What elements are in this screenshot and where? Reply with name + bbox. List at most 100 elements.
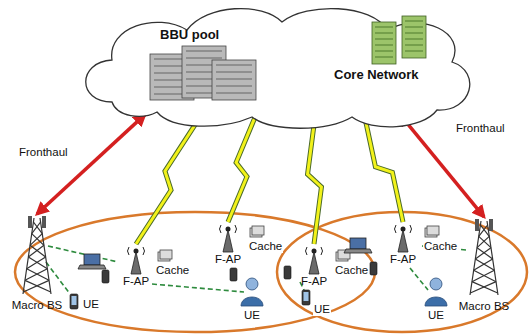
- tower-brace: [477, 248, 493, 259]
- ap-body: [309, 252, 319, 274]
- ap-wave: [128, 247, 145, 255]
- bolt-outline: [365, 117, 403, 222]
- fap-node: F-AP: [296, 244, 332, 288]
- edge-label: Fronthaul: [455, 122, 506, 135]
- server-slot: [375, 33, 393, 34]
- server-slot: [216, 78, 252, 79]
- server-body: [402, 16, 426, 58]
- ue-label: UE: [243, 309, 261, 322]
- cache-label: Cache: [334, 264, 369, 277]
- tower-brace: [27, 257, 46, 269]
- tower-brace: [472, 282, 498, 293]
- tower-brace: [30, 234, 42, 246]
- cloud-label: BBU pool: [160, 28, 219, 43]
- server-slot: [375, 45, 393, 46]
- tower-brace: [475, 259, 494, 270]
- tower-brace: [32, 234, 44, 246]
- tower-brace: [25, 280, 51, 292]
- tower-brace: [23, 280, 49, 292]
- server-slot: [405, 45, 423, 46]
- node-label: Macro BS: [8, 299, 66, 312]
- ap-wave: [306, 247, 323, 255]
- tower-leg: [470, 221, 481, 295]
- tower-leg: [23, 218, 34, 294]
- tower-leg: [40, 218, 51, 294]
- tower-shape: [8, 212, 66, 312]
- wireless-bolt: [228, 117, 255, 222]
- ap-head: [134, 249, 139, 254]
- lattice-tower: [23, 218, 51, 294]
- tower-brace: [474, 270, 496, 281]
- fap-node: F-AP: [118, 244, 154, 288]
- tower-brace: [27, 269, 49, 281]
- server-rack: [150, 46, 256, 100]
- cell-region: [15, 212, 375, 332]
- server-slot: [405, 27, 423, 28]
- node-label: F-AP: [118, 275, 154, 288]
- bolt-fill: [228, 117, 255, 222]
- tower-brace: [479, 225, 488, 236]
- cloud-label: Core Network: [334, 68, 419, 83]
- fronthaul-arrow: [37, 115, 145, 214]
- tower-brace: [475, 248, 491, 259]
- tower-brace: [474, 259, 493, 270]
- person-icon: [241, 278, 447, 306]
- tower-brace: [472, 270, 494, 281]
- server-slot: [375, 39, 393, 40]
- server-slot: [216, 64, 252, 65]
- antenna-panel: [475, 219, 479, 231]
- ap-head: [401, 227, 406, 232]
- tower-brace: [477, 236, 489, 247]
- tower-brace: [479, 236, 491, 247]
- wireless-bolt: [308, 117, 322, 244]
- server-slot: [375, 27, 393, 28]
- cache-label: Cache: [248, 240, 283, 253]
- server-slot: [186, 57, 222, 58]
- bolt-outline: [228, 117, 255, 222]
- server-slot: [216, 71, 252, 72]
- edge-label: Fronthaul: [18, 146, 69, 159]
- server-body: [372, 22, 396, 64]
- phone-icon: [70, 262, 377, 309]
- tower-leg: [487, 221, 498, 295]
- cloud-shape: [72, 2, 477, 130]
- tower-brace: [25, 269, 47, 281]
- ap-wave: [220, 225, 237, 233]
- tower-brace: [28, 257, 47, 269]
- server-body: [212, 60, 256, 100]
- node-label: F-AP: [296, 275, 332, 288]
- wireless-bolt: [136, 117, 200, 244]
- tower-brace: [33, 222, 42, 234]
- fap-node: F-AP: [210, 222, 246, 266]
- tower-brace: [32, 222, 41, 234]
- macro-bs-node: Macro BS: [455, 215, 513, 313]
- server-slot: [375, 57, 393, 58]
- ue-label: UE: [82, 298, 100, 311]
- cloud-node: BBU poolCore Network: [72, 2, 477, 130]
- core-server: [372, 16, 426, 64]
- tower-brace: [480, 225, 489, 236]
- ap-head: [226, 227, 231, 232]
- fap-node: F-AP: [385, 222, 421, 266]
- tower-brace: [30, 245, 46, 257]
- macro-bs-node: Macro BS: [8, 212, 66, 312]
- ap-body: [398, 230, 408, 252]
- server-slot: [405, 33, 423, 34]
- antenna-panel: [28, 216, 32, 228]
- server-slot: [186, 50, 222, 51]
- server-slot: [216, 85, 252, 86]
- bolt-fill: [308, 117, 322, 244]
- lattice-tower: [470, 221, 498, 295]
- cloud-outline: [86, 9, 470, 129]
- bolt-fill: [365, 117, 403, 222]
- ap-body: [223, 230, 233, 252]
- tower-brace: [28, 245, 44, 257]
- bolt-outline: [308, 117, 322, 244]
- server-slot: [405, 21, 423, 22]
- server-slot: [375, 51, 393, 52]
- ue-label: UE: [313, 303, 331, 316]
- node-label: F-AP: [210, 253, 246, 266]
- ap-body: [131, 252, 141, 274]
- tower-shape: [455, 215, 513, 313]
